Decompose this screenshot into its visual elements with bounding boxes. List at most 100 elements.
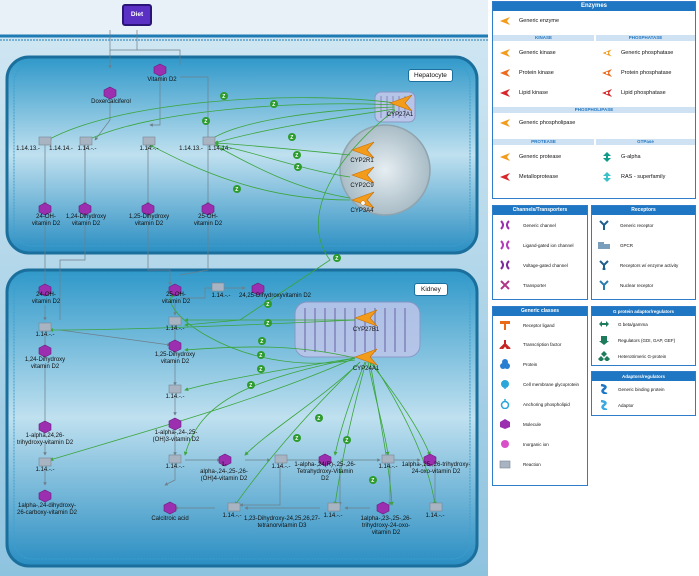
- generic-receptor-icon: [599, 220, 609, 230]
- enzyme-nodes: [351, 94, 413, 366]
- generic-enzyme-icon: [500, 17, 510, 25]
- enzyme-cyp27b1[interactable]: CYP27B1: [352, 327, 380, 333]
- molecule-1-alpha-24-25-26-oh4[interactable]: 1-alpha-,24-,25-,26-(OH)4-vitamin D2: [200, 462, 248, 482]
- molecule-25-oh-vitamin-d2[interactable]: 25-OH-vitamin D2: [193, 214, 223, 227]
- legend-generic-phosphatase: Generic phosphatase: [621, 50, 674, 56]
- diet-node[interactable]: Diet: [122, 4, 152, 26]
- svg-text:Z: Z: [222, 94, 225, 100]
- enzyme-cyp2r1[interactable]: CYP2R1: [350, 158, 374, 164]
- lipid-phosphatase-icon: [602, 89, 612, 97]
- legend-generic-channel: Generic channel: [523, 223, 556, 228]
- reaction-1-14-14-a[interactable]: 1.14.14.-: [49, 146, 73, 152]
- svg-text:Z: Z: [235, 187, 238, 193]
- g-alpha-icon: [603, 152, 611, 162]
- legend-channels-title: Channels/Transporters: [493, 206, 587, 215]
- molecule-1-alpha-24-26-trihydroxy[interactable]: 1-alpha,24,26-trihydroxy-vitamin D2: [16, 433, 74, 446]
- legend-enzymes-title: Enzymes: [493, 2, 695, 11]
- hepatocyte-label: Hepatocyte: [408, 69, 453, 82]
- reaction-kidney-b[interactable]: 1.14.-.-: [165, 326, 185, 332]
- transcription-factor-icon: [499, 340, 511, 349]
- reaction-1-14-13-b[interactable]: 1.14.13.-: [179, 146, 203, 152]
- molecule-calcitroic-acid[interactable]: Calcitroic acid: [151, 516, 189, 522]
- generic-channel-icon: [500, 220, 510, 230]
- legend-adaptors-title: Adaptors/regulators: [592, 372, 695, 381]
- molecule-kidney-24-oh-vitamin-d2[interactable]: 24-OH-vitamin D2: [31, 292, 61, 305]
- inorganic-ion-icon: [501, 440, 509, 448]
- svg-text:Z: Z: [295, 153, 298, 159]
- enzyme-cyp24a1[interactable]: CYP24A1: [352, 366, 380, 372]
- receptor-enzyme-icon: [599, 260, 609, 270]
- reaction-1-14-b[interactable]: 1.14.-.-: [139, 146, 159, 152]
- legend-enzymes-panel: Enzymes Generic enzyme KINASE PHOSPHATAS…: [492, 1, 696, 199]
- reaction-1-14-13-a[interactable]: 1.14.13.-: [16, 146, 40, 152]
- legend-protein-kinase: Protein kinase: [519, 70, 554, 76]
- protein-phosphatase-icon: [602, 69, 612, 77]
- g-beta-gamma-icon: [599, 321, 609, 327]
- reaction-kidney-f[interactable]: 1.14.-.-: [271, 464, 291, 470]
- legend-regulators: Regulators (GDI, GAP, GEF): [618, 338, 676, 343]
- molecule-dihydroxy-26-carboxy[interactable]: 1alpha-,24-dihydroxy-26-carboxy-vitamin …: [16, 503, 78, 516]
- protein-icon: [500, 359, 510, 369]
- legend-kinase-header: KINASE: [493, 35, 594, 41]
- molecule-1-alpha-24-25-oh3[interactable]: 1-alpha-,24-,25-(OH)3-vitamin D2: [152, 430, 200, 443]
- pathway-diagram: Z Z Z Z Z Z Z Z Z Z Z Z Z Z Z Z Z Z Diet…: [0, 0, 488, 576]
- reaction-kidney-j[interactable]: 1.14.-.-: [222, 513, 242, 519]
- legend-adaptor: Adaptor: [618, 403, 634, 408]
- reaction-kidney-a[interactable]: 1.14.-.-: [35, 332, 55, 338]
- molecule-1-25-dihydroxy-vitamin-d2[interactable]: 1,25-Dihydroxy vitamin D2: [128, 214, 170, 227]
- legend-voltage-gated: Voltage-gated channel: [523, 263, 568, 268]
- gpcr-icon: [598, 242, 610, 249]
- reaction-kidney-c[interactable]: 1.14.-.-: [165, 394, 185, 400]
- molecule-1-24-dihydroxy-vitamin-d2[interactable]: 1,24-Dihydroxy vitamin D2: [65, 214, 107, 227]
- enzyme-cyp3a4[interactable]: CYP3A4: [350, 208, 374, 214]
- molecule-trihydroxy-24-oxo[interactable]: 1alpha-,25-,26-trihydroxy-24-oxo-vitamin…: [401, 462, 471, 475]
- legend-nuclear-receptor: Nuclear receptor: [620, 283, 654, 288]
- svg-text:Z: Z: [259, 353, 262, 359]
- legend-transcription-factor: Transcription factor: [523, 342, 562, 347]
- svg-text:Z: Z: [259, 367, 262, 373]
- nuclear-receptor-icon: [599, 280, 609, 290]
- legend-generic-classes-panel: Generic classes Receptor ligand Transcri…: [492, 306, 588, 486]
- enzyme-cyp2c9[interactable]: CYP2C9: [350, 183, 374, 189]
- molecule-24-oh-vitamin-d2[interactable]: 24-OH-vitamin D2: [31, 214, 61, 227]
- legend-gprotein-title: G protein adaptor/regulators: [592, 307, 695, 316]
- reaction-kidney-g[interactable]: 1.14.-.-: [378, 464, 398, 470]
- binding-protein-icon: [600, 384, 608, 394]
- reaction-kidney-l[interactable]: 1.14.-.-: [425, 513, 445, 519]
- molecule-trihydroxy-24-oxo-b[interactable]: 1alpha-,23-,25-,26-trihydroxy-24-oxo-vit…: [360, 516, 412, 536]
- reaction-kidney-top[interactable]: 1.14.-.-: [211, 293, 231, 299]
- transporter-icon: [500, 280, 510, 290]
- reaction-kidney-e[interactable]: 1.14.-.-: [165, 464, 185, 470]
- generic-kinase-icon: [500, 49, 510, 57]
- generic-phospholipase-icon: [500, 119, 510, 127]
- legend-protein: Protein: [523, 362, 538, 367]
- legend-adaptors-panel: Adaptors/regulators Generic binding prot…: [591, 371, 696, 416]
- generic-phosphatase-icon: [601, 48, 613, 58]
- legend-generic-classes-title: Generic classes: [493, 307, 587, 316]
- svg-text:Z: Z: [335, 256, 338, 262]
- molecule-kidney-1-24-dihydroxy-vitamin-d2[interactable]: 1,24-Dihydroxy vitamin D2: [24, 357, 66, 370]
- legend-glycoprotein: Cell membrane glycoprotein: [523, 382, 580, 387]
- reaction-1-14-14-b[interactable]: 1.14.14.-: [208, 146, 232, 152]
- svg-text:Z: Z: [266, 302, 269, 308]
- molecule-1-23-dihydroxy-tetranorvitamin-d3[interactable]: 1,23-Dihydroxy-24,25,26,27-tetranorvitam…: [243, 516, 321, 529]
- molecule-tetrahydroxy-vitamin-d2[interactable]: 1-alpha-,24(R)-,25-,26-Tetrahydroxy-Vita…: [294, 462, 356, 482]
- protein-kinase-icon: [500, 69, 510, 77]
- legend-gtpase-header: GTPase: [596, 139, 695, 145]
- legend: Enzymes Generic enzyme KINASE PHOSPHATAS…: [490, 0, 699, 576]
- reaction-1-14-a[interactable]: 1.14.-.-: [77, 146, 97, 152]
- molecule-doxercalciferol[interactable]: Doxercalciferol: [91, 99, 131, 105]
- molecule-vitamin-d2[interactable]: Vitamin D2: [147, 77, 177, 83]
- svg-text:Z: Z: [296, 165, 299, 171]
- legend-metalloprotease: Metalloprotease: [519, 174, 559, 180]
- legend-anchoring-phospholipid: Anchoring phospholipid: [523, 402, 570, 407]
- molecule-kidney-25-oh-vitamin-d2[interactable]: 25-OH-vitamin D2: [161, 292, 191, 305]
- molecule-24-25-dihydroxyvitamin-d2[interactable]: 24,25-Dihydroxyvitamin D2: [238, 293, 312, 299]
- reaction-kidney-d[interactable]: 1.14.-.-: [35, 467, 55, 473]
- molecule-kidney-1-25-dihydroxy-vitamin-d2[interactable]: 1,25-Dihydroxy vitamin D2: [154, 352, 196, 365]
- svg-text:Z: Z: [290, 135, 293, 141]
- generic-protease-icon: [500, 153, 510, 161]
- reaction-kidney-k[interactable]: 1.14.-.-: [323, 513, 343, 519]
- kidney-label: Kidney: [414, 283, 448, 296]
- enzyme-cyp27a1[interactable]: CYP27A1: [386, 112, 414, 118]
